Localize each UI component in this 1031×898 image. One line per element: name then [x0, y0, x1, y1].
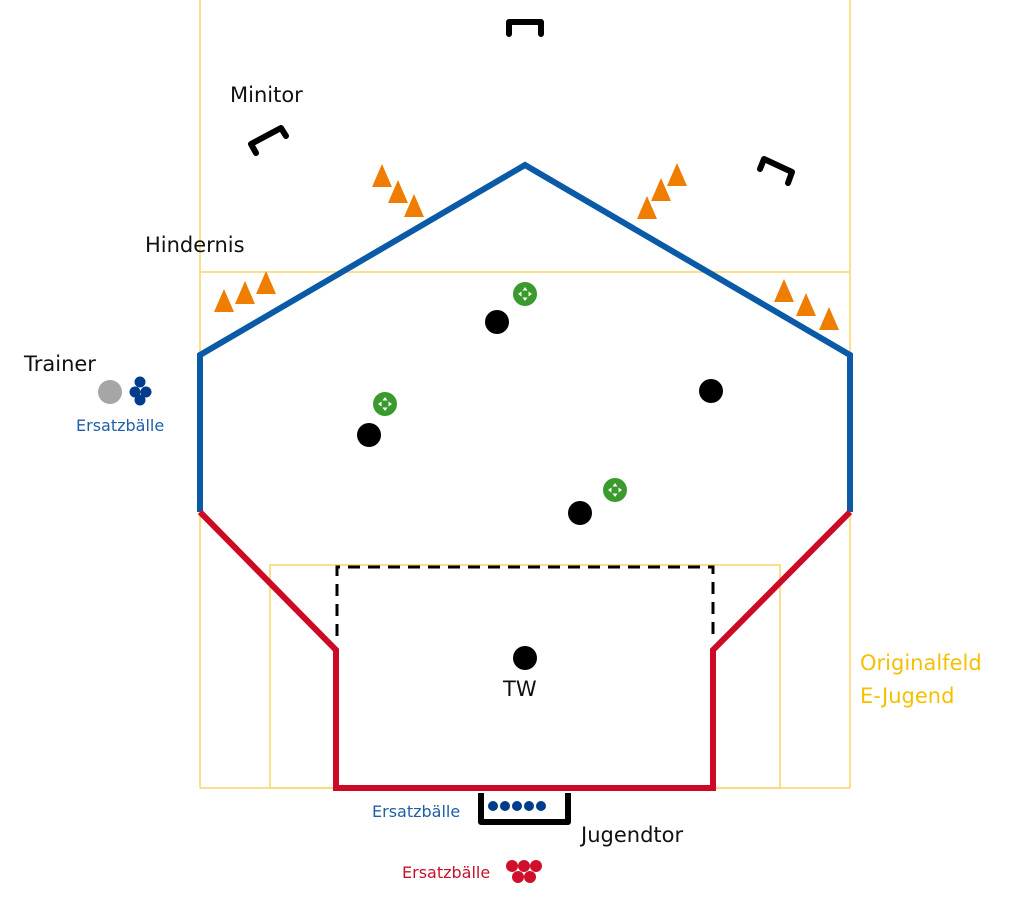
- label-jugendtor: Jugendtor: [579, 823, 683, 847]
- green-balls: [373, 282, 627, 502]
- cones: [214, 163, 839, 330]
- arrow-left-icon: [378, 401, 382, 407]
- player-icon: [357, 423, 381, 447]
- spare-ball-icon: [524, 801, 534, 811]
- minigoal-right: [757, 156, 795, 186]
- bottom-spare-balls: [506, 860, 542, 883]
- cone-icon: [637, 196, 657, 219]
- spare-ball-icon: [140, 386, 152, 398]
- cone-icon: [796, 293, 816, 316]
- arrow-down-icon: [612, 493, 618, 497]
- arrow-left-icon: [518, 291, 522, 297]
- arrow-down-icon: [382, 407, 388, 411]
- cone-icon: [774, 279, 794, 302]
- player-icon: [699, 379, 723, 403]
- cone-icon: [819, 307, 839, 330]
- spare-ball-icon: [530, 860, 542, 872]
- spare-ball-icon: [134, 394, 146, 406]
- spare-ball-icon: [512, 871, 524, 883]
- spare-ball-icon: [129, 386, 141, 398]
- arrow-right-icon: [618, 487, 622, 493]
- spare-ball-icon: [518, 860, 530, 872]
- spare-ball-icon: [506, 860, 518, 872]
- label-originalfeld: Originalfeld: [860, 651, 982, 675]
- arrow-up-icon: [612, 483, 618, 487]
- minigoal-top: [506, 19, 544, 37]
- trainer-spare-balls: [129, 376, 152, 406]
- spare-ball-icon: [134, 376, 146, 388]
- cone-icon: [235, 281, 255, 304]
- cone-icon: [404, 194, 424, 217]
- blue-zone-boundary: [197, 161, 853, 512]
- jugendtor: [478, 793, 571, 825]
- ball-icon: [603, 478, 627, 502]
- player-icon: [568, 501, 592, 525]
- label-tw: TW: [502, 677, 537, 701]
- trainer-marker: [98, 380, 122, 404]
- label-ersatzbaelle-trainer: Ersatzbälle: [76, 416, 164, 435]
- spare-ball-icon: [488, 801, 498, 811]
- cone-icon: [372, 164, 392, 187]
- arrow-up-icon: [382, 397, 388, 401]
- ball-circle: [513, 282, 537, 306]
- label-ersatzbaelle-bottom: Ersatzbälle: [402, 863, 490, 882]
- cone-icon: [214, 289, 234, 312]
- spare-ball-icon: [524, 871, 536, 883]
- label-minitor: Minitor: [230, 83, 303, 107]
- label-trainer: Trainer: [23, 352, 96, 376]
- ball-circle: [603, 478, 627, 502]
- arrow-up-icon: [522, 287, 528, 291]
- ball-icon: [373, 392, 397, 416]
- cone-icon: [651, 178, 671, 201]
- spare-ball-icon: [512, 801, 522, 811]
- dashed-goal-zone: [335, 565, 715, 636]
- cone-icon: [388, 180, 408, 203]
- ball-circle: [373, 392, 397, 416]
- label-ersatzbaelle-goal: Ersatzbälle: [372, 802, 460, 821]
- players: [357, 310, 723, 670]
- arrow-right-icon: [528, 291, 532, 297]
- label-e-jugend: E-Jugend: [860, 684, 954, 708]
- arrow-down-icon: [522, 297, 528, 301]
- arrow-right-icon: [388, 401, 392, 407]
- cone-icon: [667, 163, 687, 186]
- goal-spare-balls: [488, 801, 546, 811]
- player-icon: [485, 310, 509, 334]
- red-zone-boundary: [197, 509, 853, 791]
- spare-ball-icon: [500, 801, 510, 811]
- label-hindernis: Hindernis: [145, 233, 245, 257]
- cone-icon: [256, 271, 276, 294]
- minigoal-left: [248, 125, 289, 156]
- arrow-left-icon: [608, 487, 612, 493]
- spare-ball-icon: [536, 801, 546, 811]
- goalkeeper-icon: [513, 646, 537, 670]
- ball-icon: [513, 282, 537, 306]
